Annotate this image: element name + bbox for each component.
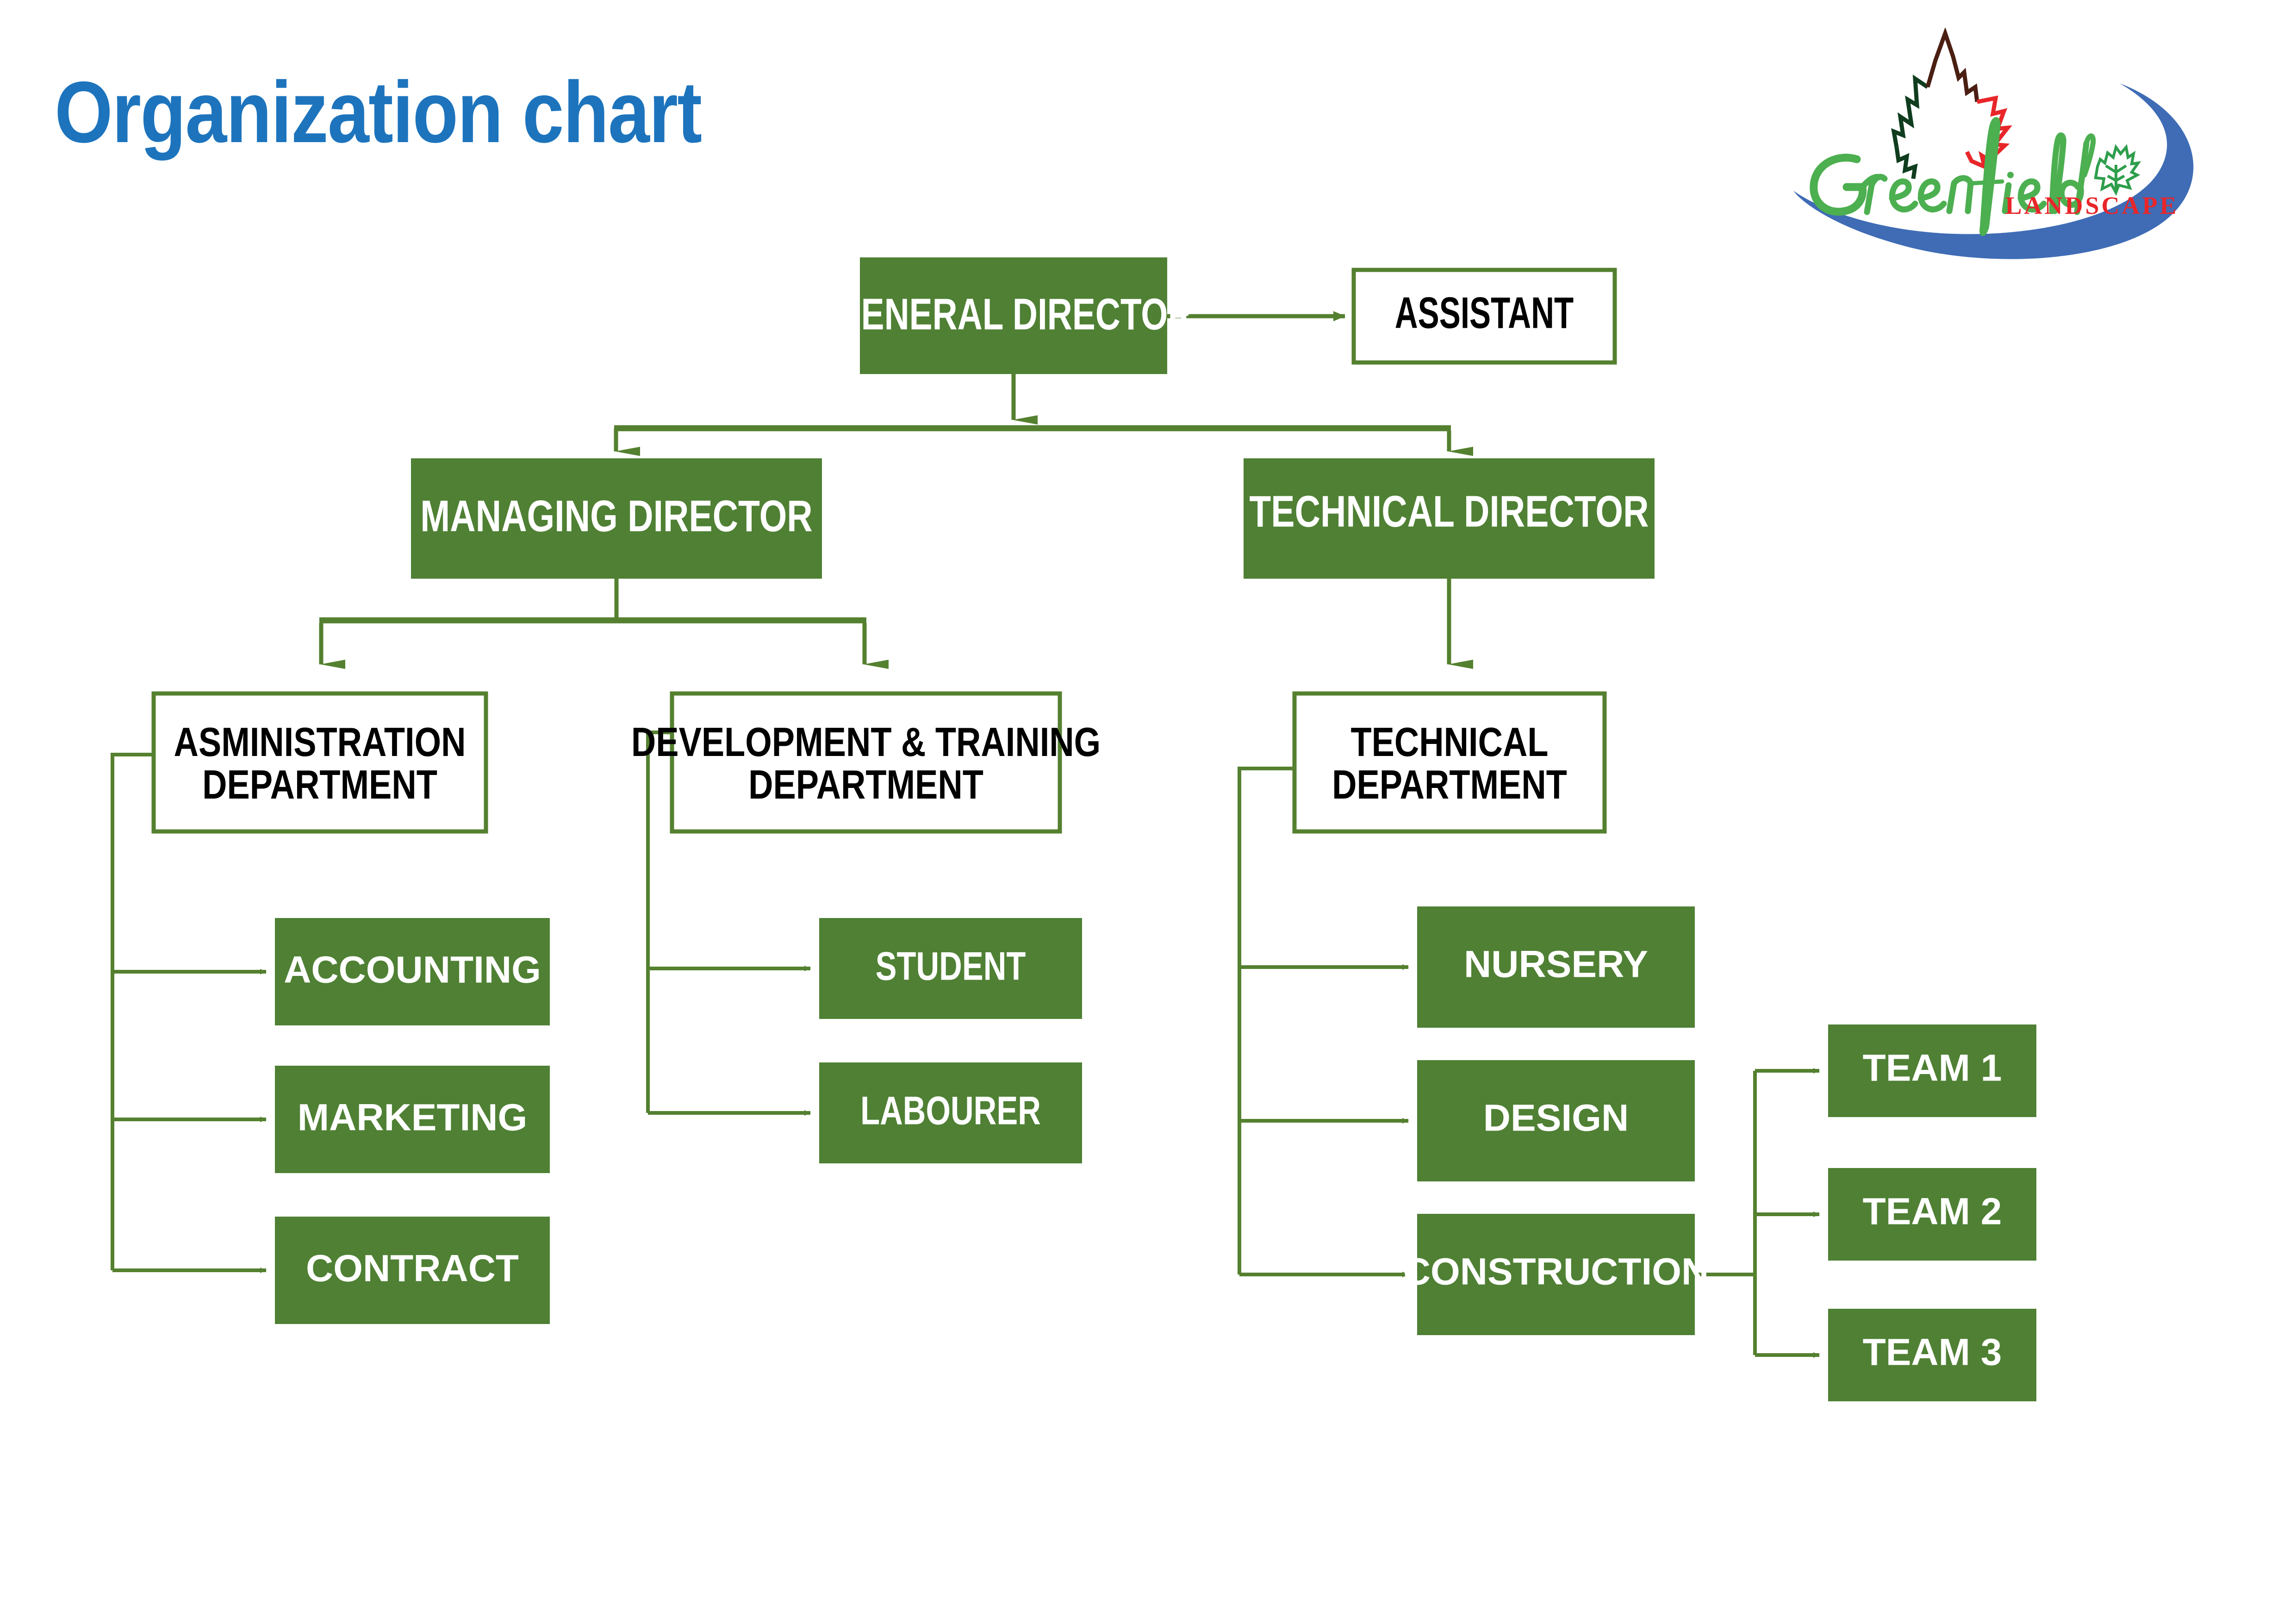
blue-arc-swoosh (1793, 83, 2194, 259)
node-label: TEAM 1 (1863, 1047, 2002, 1089)
node-marketing[interactable]: MARKETING (275, 1066, 550, 1173)
bus-construction-teams (1695, 1068, 1820, 1358)
node-construction[interactable]: CONSTRUCTION (1403, 1214, 1709, 1335)
node-label: MARKETING (298, 1097, 528, 1139)
node-label: TEAM 3 (1863, 1331, 2002, 1374)
node-label: CONSTRUCTION (1403, 1251, 1709, 1293)
node-label-line1: ASMINISTRATION (174, 719, 466, 765)
node-label: ACCOUNTING (284, 949, 541, 991)
node-label: NURSERY (1464, 943, 1648, 986)
node-team-1[interactable]: TEAM 1 (1828, 1024, 2036, 1117)
page-title: Organization chart (55, 63, 702, 161)
node-label: TEAM 2 (1863, 1191, 2002, 1233)
node-label: MANAGING DIRECTOR (420, 491, 813, 541)
node-label-line1: TECHNICAL (1351, 719, 1549, 765)
bus-administration-children (111, 753, 267, 1273)
node-label: LABOURER (860, 1088, 1041, 1133)
node-contract[interactable]: CONTRACT (275, 1217, 550, 1324)
node-label-line2: DEPARTMENT (202, 762, 437, 808)
connector-layer (111, 311, 1820, 1358)
node-label: ASSISTANT (1395, 287, 1574, 337)
node-technical-director[interactable]: TECHNICAL DIRECTOR (1244, 458, 1655, 579)
node-managing-director[interactable]: MANAGING DIRECTOR (411, 458, 822, 579)
bus-technical-children (1238, 767, 1409, 1277)
logo-tagline: LANDSCAPE (2005, 192, 2178, 219)
node-team-3[interactable]: TEAM 3 (1828, 1309, 2036, 1401)
node-general-director[interactable]: GENERAL DIRECTOR (834, 257, 1193, 374)
small-leaf-icon (2094, 144, 2141, 196)
node-design[interactable]: DESIGN (1417, 1060, 1695, 1181)
node-administration-department[interactable]: ASMINISTRATION DEPARTMENT (151, 691, 488, 834)
node-labourer[interactable]: LABOURER (819, 1062, 1082, 1163)
node-team-2[interactable]: TEAM 2 (1828, 1168, 2036, 1261)
node-student[interactable]: STUDENT (819, 918, 1082, 1019)
node-accounting[interactable]: ACCOUNTING (275, 918, 550, 1025)
bus-development-children (646, 731, 811, 1116)
node-label: STUDENT (876, 944, 1026, 988)
node-technical-department[interactable]: TECHNICAL DEPARTMENT (1292, 691, 1607, 834)
logo-wordmark (1810, 117, 2096, 236)
greenfield-landscape-logo: LANDSCAPE (1768, 28, 2240, 269)
node-label: TECHNICAL DIRECTOR (1249, 487, 1649, 536)
node-label: DESIGN (1483, 1097, 1629, 1139)
node-label: GENERAL DIRECTOR (834, 289, 1193, 339)
node-label-line1: DEVELOPMENT & TRAINING (631, 719, 1101, 765)
node-assistant[interactable]: ASSISTANT (1351, 268, 1617, 365)
node-development-training-department[interactable]: DEVELOPMENT & TRAINING DEPARTMENT (631, 691, 1101, 834)
node-label-line2: DEPARTMENT (748, 762, 983, 808)
node-label: CONTRACT (306, 1248, 519, 1290)
node-nursery[interactable]: NURSERY (1417, 906, 1695, 1028)
node-label-line2: DEPARTMENT (1332, 762, 1567, 808)
